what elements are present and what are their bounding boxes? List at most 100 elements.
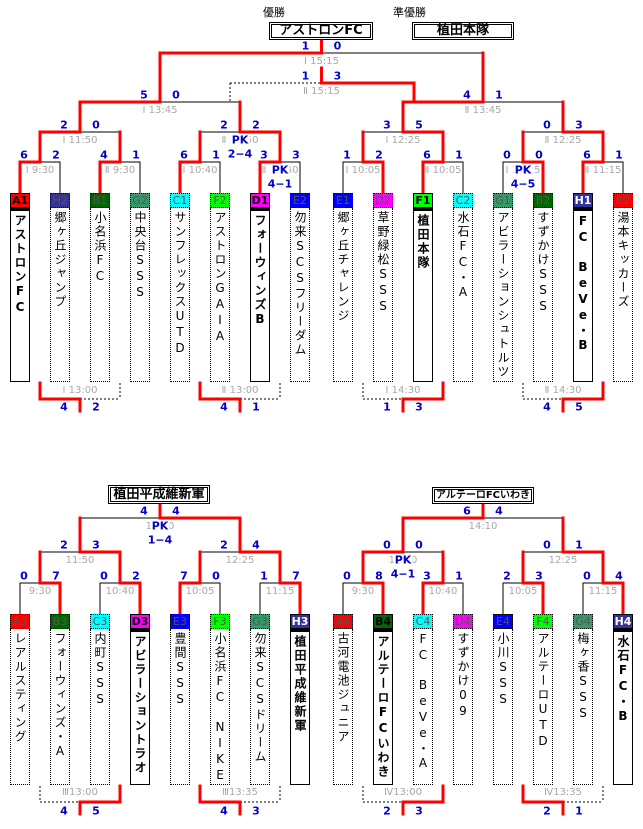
match-time: Ⅰ 13:45 <box>142 105 178 116</box>
team-seed-badge: H4 <box>613 614 633 629</box>
score-right: 0 <box>92 118 100 132</box>
match-time: Ⅱ 12:25 <box>544 135 582 146</box>
score-left: 2 <box>503 569 511 583</box>
consolation-time: Ⅲ13:00 <box>62 787 98 798</box>
score-right: 4 <box>252 538 260 552</box>
score-right: 4 <box>495 504 503 518</box>
score-right: 3 <box>575 118 583 132</box>
consolation-score-right: 3 <box>252 804 260 818</box>
score-left: 6 <box>180 148 188 162</box>
sub-bracket-winner-name: 植田平成維新軍 <box>113 487 205 502</box>
consolation-time: Ⅰ 13:00 <box>62 385 98 396</box>
score-left: 0 <box>383 538 391 552</box>
consolation-score-left: 2 <box>543 804 551 818</box>
team-name: 湯本キッカーズ <box>616 211 630 309</box>
team-name: 郷ヶ丘ジャンプ <box>53 211 67 309</box>
consolation-time: Ⅲ13:35 <box>222 787 258 798</box>
score-right: 2 <box>252 118 260 132</box>
consolation-score-right: 1 <box>575 804 583 818</box>
score-right: 1 <box>575 538 583 552</box>
score-left: 0 <box>343 569 351 583</box>
team-name-box: 草野緑松SSS <box>373 208 393 382</box>
team-name: 内町SSS <box>93 632 107 708</box>
score-right: 1 <box>455 148 463 162</box>
team-name-box: アビラーショントラオム <box>130 629 150 785</box>
consolation-time: Ⅳ13:00 <box>383 787 423 798</box>
score-right: 4 <box>172 504 180 518</box>
team-name-box: 中央台SSS <box>130 208 150 382</box>
team-name-box: 勿来SCSドリーム <box>250 629 270 785</box>
team-name-box: アビラーションシュトルツ <box>493 208 513 382</box>
third-place-score-left: 1 <box>301 69 310 83</box>
team-name-box: フォーウィンズ・A <box>50 629 70 785</box>
score-right: 1 <box>495 88 503 102</box>
team-seed-badge: D1 <box>250 193 270 208</box>
score-right: 1 <box>455 569 463 583</box>
team-name: アストロンGAIA <box>213 211 227 345</box>
match-time: Ⅰ 15:15 <box>304 56 339 67</box>
score-right: 0 <box>415 538 423 552</box>
team-name-box: レアルスティング <box>10 629 30 785</box>
sub-bracket-winner-box-right: アルテーロFCいわき <box>432 487 534 504</box>
score-right: 3 <box>92 538 100 552</box>
match-time: 10:05 <box>508 586 538 597</box>
pk-result: 4−1 <box>390 567 416 581</box>
pk-result: 4−5 <box>510 177 536 191</box>
score-left: 0 <box>503 148 511 162</box>
match-time: 9:30 <box>28 586 52 597</box>
team-seed-badge: G2 <box>130 193 150 208</box>
team-seed-badge: H1 <box>573 193 593 208</box>
team-name-box: FC BeVe・B <box>573 208 593 382</box>
third-place-score-right: 3 <box>333 69 342 83</box>
team-seed-badge: A1 <box>10 193 30 208</box>
score-left: 2 <box>220 118 228 132</box>
consolation-time: Ⅱ 14:30 <box>544 385 582 396</box>
score-right: 7 <box>292 569 300 583</box>
score-left: 3 <box>260 148 268 162</box>
team-column-h4: H4 水石FC・B <box>613 614 633 785</box>
team-name: 中央台SSS <box>133 211 147 301</box>
match-time: 9:30 <box>351 586 375 597</box>
team-name-box: 小名浜FC <box>90 208 110 382</box>
score-right: 0 <box>333 39 342 53</box>
score-left: 0 <box>100 569 108 583</box>
team-seed-badge: A4 <box>333 614 353 629</box>
consolation-time: Ⅱ 13:00 <box>221 385 259 396</box>
team-seed-badge: G1 <box>493 193 513 208</box>
score-left: 6 <box>423 148 431 162</box>
consolation-score-left: 4 <box>220 400 228 414</box>
score-left: 2 <box>60 538 68 552</box>
team-name: 小川SSS <box>496 632 510 708</box>
team-name: 豊間SSS <box>173 632 187 708</box>
score-left: 2 <box>220 538 228 552</box>
score-left: 0 <box>543 538 551 552</box>
team-name-box: アルテーロUTD <box>533 629 553 785</box>
team-seed-badge: B1 <box>90 193 110 208</box>
team-seed-badge: F4 <box>533 614 553 629</box>
team-name: 草野緑松SSS <box>376 211 390 315</box>
team-seed-badge: G4 <box>573 614 593 629</box>
runner-up-label: 準優勝 <box>393 6 426 19</box>
score-right: 0 <box>172 88 180 102</box>
team-name-box: 小名浜FC NIKE <box>210 629 230 785</box>
score-left: 7 <box>180 569 188 583</box>
sub-bracket-winner-box-left: 植田平成維新軍 <box>108 485 210 504</box>
team-name-box: 小川SSS <box>493 629 513 785</box>
consolation-score-left: 2 <box>383 804 391 818</box>
team-name: 水石FC・B <box>616 635 630 725</box>
consolation-score-left: 1 <box>383 400 391 414</box>
